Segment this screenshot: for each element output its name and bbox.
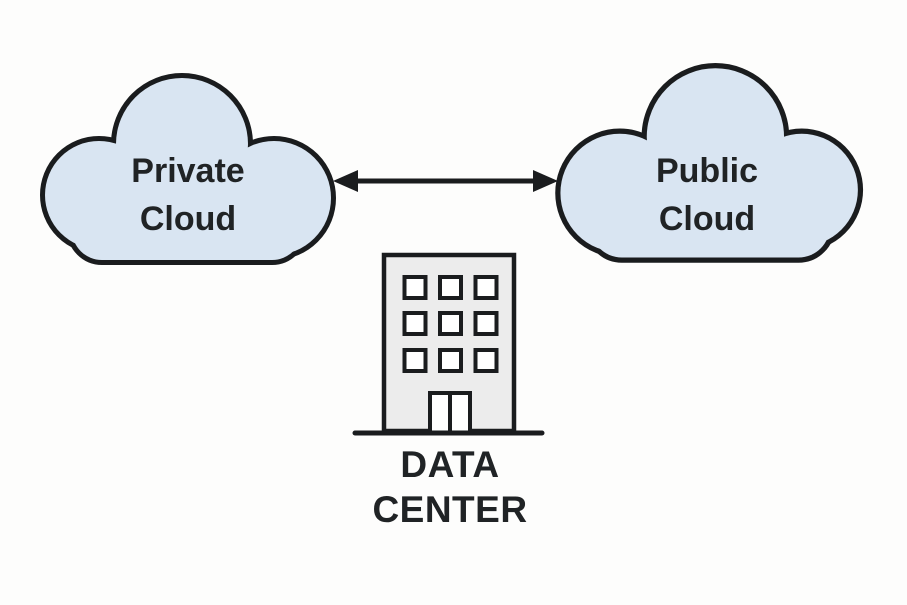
public-cloud-fill bbox=[560, 68, 858, 258]
building-window bbox=[402, 311, 428, 336]
building-windows bbox=[402, 275, 499, 373]
arrow-head-right bbox=[533, 170, 558, 192]
building-door bbox=[428, 391, 472, 435]
building-window bbox=[473, 275, 499, 300]
building-window bbox=[473, 348, 499, 373]
building-window bbox=[473, 311, 499, 336]
private-cloud-shape bbox=[45, 78, 331, 260]
public-cloud-shape bbox=[560, 68, 857, 257]
building-window bbox=[402, 275, 428, 300]
building-window bbox=[438, 311, 463, 336]
arrow-head-left bbox=[333, 170, 358, 192]
building-window bbox=[438, 348, 463, 373]
data-center-building-icon bbox=[352, 252, 545, 436]
private-cloud-fill bbox=[45, 78, 331, 260]
building-window bbox=[438, 275, 463, 300]
building-window bbox=[402, 348, 428, 373]
bidirectional-arrow-icon bbox=[333, 170, 558, 192]
